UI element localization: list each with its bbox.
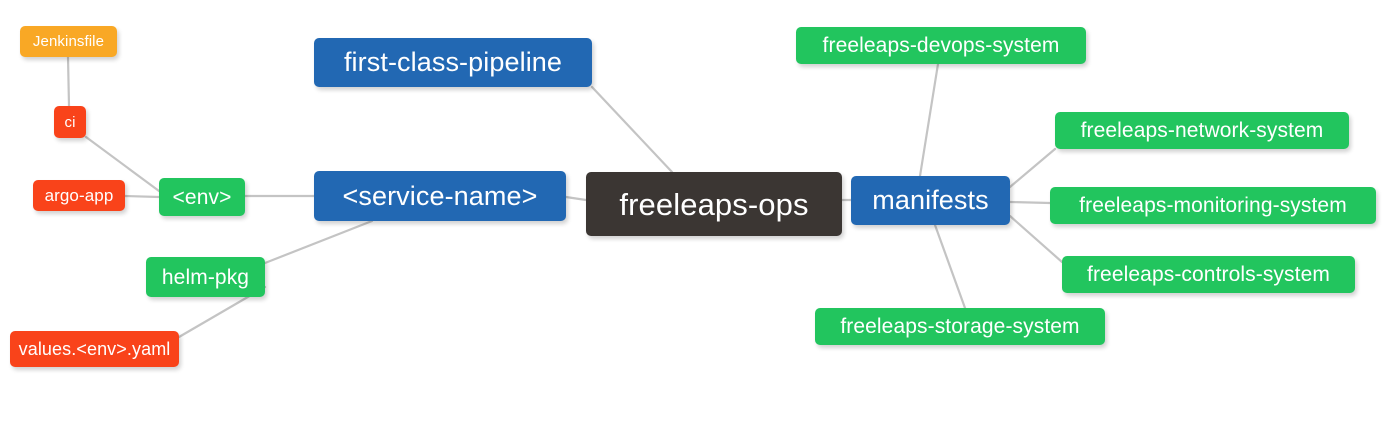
node-freeleaps-ops-root[interactable]: freeleaps-ops (586, 172, 842, 236)
edge-manifests-devops (918, 62, 940, 178)
edge-argoapp-env (123, 194, 161, 199)
node-manifests[interactable]: manifests (851, 176, 1010, 225)
edge-servicename-root (564, 195, 588, 202)
edge-firstclasspipeline-root (590, 85, 674, 174)
node-env[interactable]: <env> (159, 178, 245, 216)
node-service-name[interactable]: <service-name> (314, 171, 566, 221)
edge-helmpkg-servicename (263, 219, 374, 265)
node-first-class-pipeline[interactable]: first-class-pipeline (314, 38, 592, 87)
node-argo-app[interactable]: argo-app (33, 180, 125, 211)
edge-jenkinsfile-ci (66, 55, 71, 108)
node-freeleaps-controls-system[interactable]: freeleaps-controls-system (1062, 256, 1355, 293)
node-freeleaps-devops-system[interactable]: freeleaps-devops-system (796, 27, 1086, 64)
edge-manifests-monitoring (1008, 200, 1052, 205)
node-freeleaps-storage-system[interactable]: freeleaps-storage-system (815, 308, 1105, 345)
edge-manifests-storage (933, 223, 967, 310)
node-helm-pkg[interactable]: helm-pkg (146, 257, 265, 297)
node-ci[interactable]: ci (54, 106, 86, 138)
node-values-env-yaml[interactable]: values.<env>.yaml (10, 331, 179, 367)
node-freeleaps-network-system[interactable]: freeleaps-network-system (1055, 112, 1349, 149)
node-freeleaps-monitoring-system[interactable]: freeleaps-monitoring-system (1050, 187, 1376, 224)
node-jenkinsfile[interactable]: Jenkinsfile (20, 26, 117, 57)
edge-manifests-network (1008, 147, 1057, 189)
